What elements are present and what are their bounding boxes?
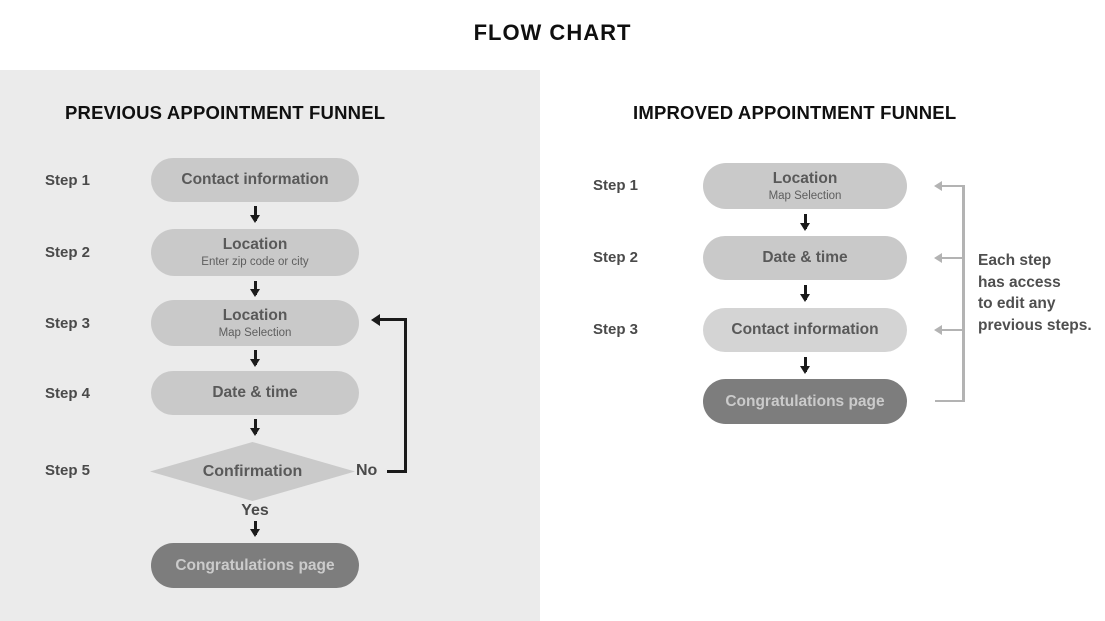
node-subtitle: Enter zip code or city bbox=[201, 256, 309, 268]
left-node-congratulations-page: Congratulations page bbox=[151, 543, 359, 588]
node-title: Confirmation bbox=[202, 462, 303, 480]
right-step-3-label: Step 3 bbox=[593, 321, 639, 338]
no-branch-label: No bbox=[356, 462, 378, 479]
right-step-1-label: Step 1 bbox=[593, 177, 639, 194]
left-step-2-label: Step 2 bbox=[45, 244, 91, 261]
node-title: Date & time bbox=[212, 384, 298, 401]
edit-access-bracket-bottom bbox=[935, 399, 965, 402]
left-step-5-label: Step 5 bbox=[45, 462, 91, 479]
edit-access-annotation: Each step has access to edit any previou… bbox=[978, 252, 1092, 334]
node-title: Location bbox=[222, 306, 288, 324]
left-node-location-map: Location Map Selection bbox=[151, 300, 359, 346]
edit-access-arrow-step2 bbox=[937, 256, 964, 259]
no-loop-line-vertical bbox=[404, 318, 407, 473]
node-title: Location bbox=[772, 169, 838, 187]
left-node-location-zip: Location Enter zip code or city bbox=[151, 229, 359, 276]
edit-access-arrow-step1 bbox=[937, 184, 964, 187]
yes-branch-label: Yes bbox=[241, 502, 269, 519]
down-arrow-icon bbox=[254, 521, 257, 535]
node-title: Date & time bbox=[762, 249, 848, 266]
left-step-1-label: Step 1 bbox=[45, 172, 91, 189]
right-step-2-label: Step 2 bbox=[593, 249, 639, 266]
node-subtitle: Map Selection bbox=[768, 189, 842, 202]
node-title: Contact information bbox=[181, 171, 329, 188]
left-node-contact-information: Contact information bbox=[151, 158, 359, 202]
previous-funnel-heading: PREVIOUS APPOINTMENT FUNNEL bbox=[65, 102, 386, 123]
down-arrow-icon bbox=[804, 285, 807, 300]
page-title: FLOW CHART bbox=[473, 20, 632, 45]
node-title: Congratulations page bbox=[725, 392, 885, 410]
right-node-location-map: Location Map Selection bbox=[703, 163, 907, 209]
right-node-contact-information: Contact information bbox=[703, 308, 907, 352]
no-loop-line-bottom bbox=[387, 470, 407, 473]
left-arrow-icon bbox=[365, 313, 380, 326]
node-title: Congratulations page bbox=[175, 556, 335, 574]
right-node-date-time: Date & time bbox=[703, 236, 907, 280]
edit-access-arrow-step3 bbox=[937, 328, 964, 331]
right-node-congratulations-page: Congratulations page bbox=[703, 379, 907, 424]
down-arrow-icon bbox=[804, 214, 807, 229]
down-arrow-icon bbox=[804, 357, 807, 372]
no-loop-line-top bbox=[374, 318, 407, 321]
down-arrow-icon bbox=[254, 419, 257, 434]
node-title: Contact information bbox=[731, 321, 879, 338]
down-arrow-icon bbox=[254, 206, 257, 221]
improved-funnel-heading: IMPROVED APPOINTMENT FUNNEL bbox=[633, 102, 957, 123]
down-arrow-icon bbox=[254, 350, 257, 365]
down-arrow-icon bbox=[254, 281, 257, 295]
node-subtitle: Map Selection bbox=[218, 326, 292, 339]
left-step-3-label: Step 3 bbox=[45, 315, 91, 332]
node-title: Location bbox=[222, 236, 288, 253]
left-step-4-label: Step 4 bbox=[45, 385, 91, 402]
edit-access-bracket-vertical bbox=[962, 185, 965, 401]
left-node-date-time: Date & time bbox=[151, 371, 359, 415]
